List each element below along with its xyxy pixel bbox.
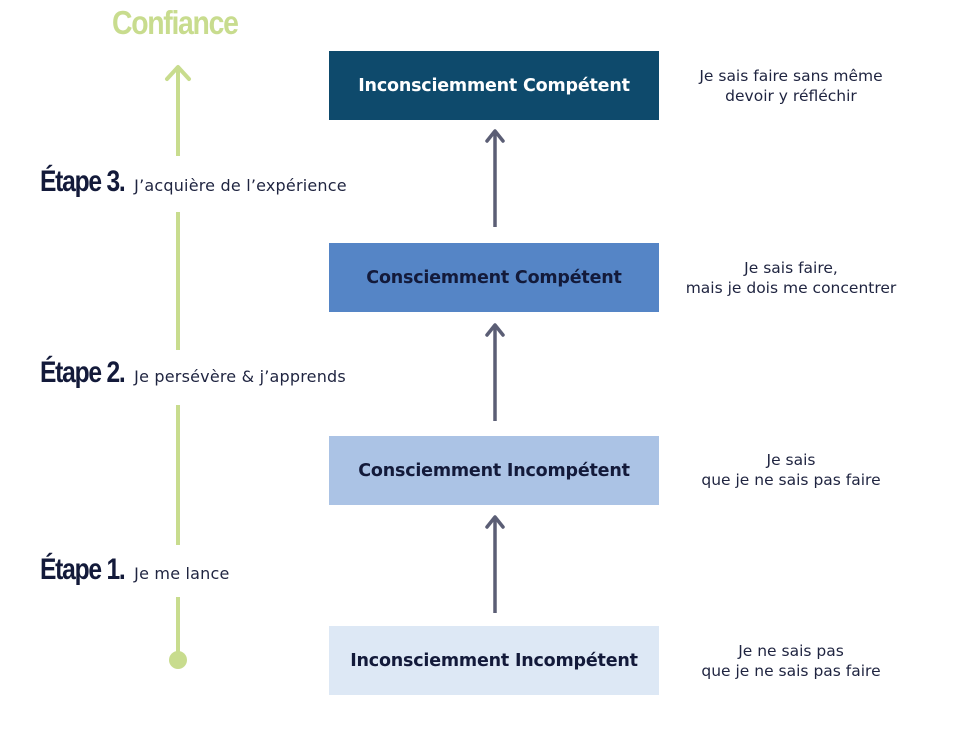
level-note-consciously-incompetent: Je sais que je ne sais pas faire bbox=[671, 450, 911, 490]
confidence-line-bottom bbox=[176, 597, 180, 659]
step-2-desc: Je persévère & j’apprends bbox=[134, 367, 346, 386]
step-3: Étape 3. J’acquière de l’expérience bbox=[40, 165, 347, 199]
note-line: que je ne sais pas faire bbox=[701, 662, 881, 680]
level-note-unconsciously-competent: Je sais faire sans même devoir y réfléch… bbox=[671, 66, 911, 106]
arrow-up-icon bbox=[485, 323, 505, 421]
level-box-unconsciously-competent: Inconsciemment Compétent bbox=[329, 51, 659, 120]
note-line: mais je dois me concentrer bbox=[685, 279, 897, 297]
confidence-line-top bbox=[176, 66, 180, 156]
step-3-title: Étape 3. bbox=[40, 165, 126, 198]
arrow-up-icon bbox=[485, 515, 505, 613]
note-line: Je sais faire sans même bbox=[699, 67, 883, 85]
step-2-title: Étape 2. bbox=[40, 356, 126, 389]
step-1: Étape 1. Je me lance bbox=[40, 553, 230, 587]
level-note-unconsciously-incompetent: Je ne sais pas que je ne sais pas faire bbox=[671, 641, 911, 681]
confidence-line-lower bbox=[176, 405, 180, 545]
note-line: que je ne sais pas faire bbox=[701, 471, 881, 489]
note-line: devoir y réfléchir bbox=[725, 87, 857, 105]
level-box-consciously-competent: Consciemment Compétent bbox=[329, 243, 659, 312]
note-line: Je ne sais pas bbox=[738, 642, 844, 660]
arrow-up-icon bbox=[485, 129, 505, 227]
step-1-desc: Je me lance bbox=[134, 564, 230, 583]
note-line: Je sais bbox=[766, 451, 816, 469]
confidence-line-upper bbox=[176, 212, 180, 350]
confidence-start-dot bbox=[169, 651, 187, 669]
level-box-unconsciously-incompetent: Inconsciemment Incompétent bbox=[329, 626, 659, 695]
level-box-consciously-incompetent: Consciemment Incompétent bbox=[329, 436, 659, 505]
note-line: Je sais faire, bbox=[744, 259, 838, 277]
step-2: Étape 2. Je persévère & j’apprends bbox=[40, 356, 346, 390]
confidence-title: Confiance bbox=[112, 4, 239, 41]
level-note-consciously-competent: Je sais faire, mais je dois me concentre… bbox=[671, 258, 911, 298]
step-1-title: Étape 1. bbox=[40, 553, 126, 586]
step-3-desc: J’acquière de l’expérience bbox=[134, 176, 347, 195]
